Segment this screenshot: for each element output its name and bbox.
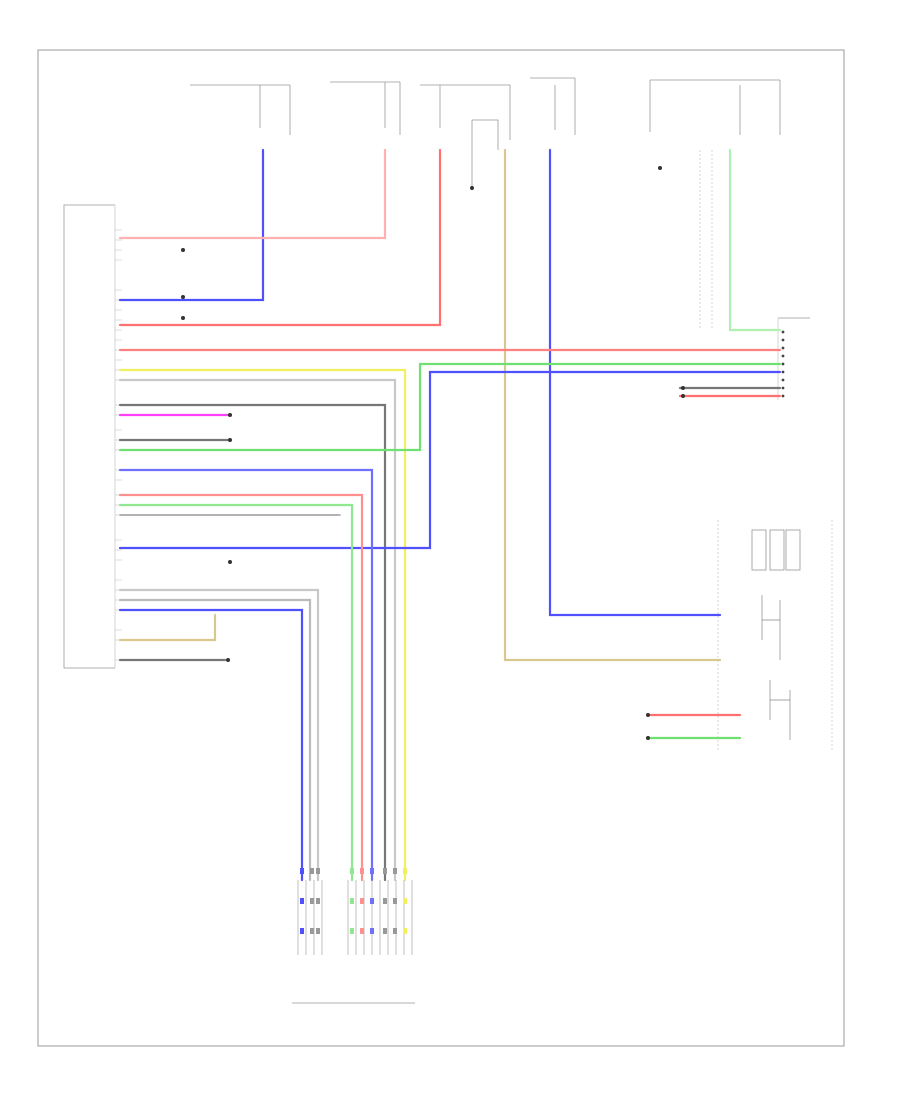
wire-pink-1: [118, 148, 387, 240]
left-module: [63, 204, 116, 669]
wire-grey-4: [118, 588, 320, 882]
wire-yellow-1: [118, 368, 407, 882]
wires: [118, 148, 782, 882]
wire-lightgrey-2: [118, 598, 312, 882]
wire-tan-2: [118, 613, 217, 642]
top-connectors: [190, 77, 781, 190]
meter-block: [751, 529, 801, 740]
wire-green-1: [118, 362, 782, 452]
wire-lightgrey-1: [118, 378, 397, 882]
wire-tan-1: [503, 148, 722, 662]
wire-blue-5: [118, 608, 304, 882]
wire-grey-1: [118, 403, 387, 882]
wire-red-3: [118, 493, 364, 882]
wire-blue-4: [118, 468, 374, 882]
terminal-markers: [181, 166, 685, 740]
wire-blue-1: [118, 148, 265, 302]
wire-blue-3: [118, 370, 782, 550]
wire-red-1: [118, 148, 442, 327]
diagram-frame: [37, 49, 845, 1047]
right-module: [777, 317, 810, 400]
wire-blue-2: [548, 148, 722, 617]
wire-lightgreen-1: [728, 148, 782, 332]
dashed-internal-lines: [699, 150, 833, 750]
bottom-connector: [292, 868, 415, 1004]
left-module-pins: [115, 229, 122, 661]
wire-green-2: [118, 503, 354, 882]
